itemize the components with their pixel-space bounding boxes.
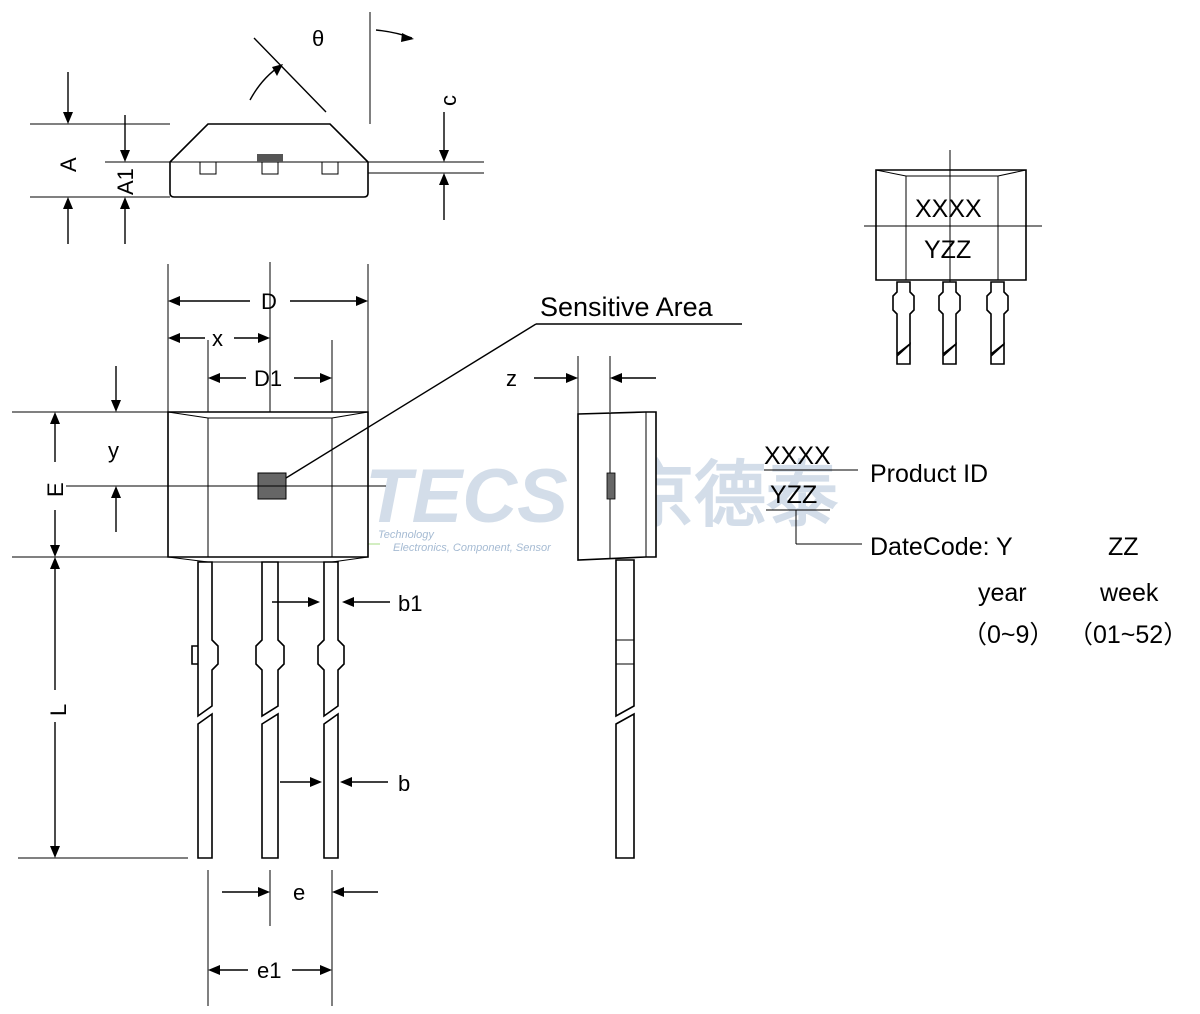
dim-theta: θ (312, 26, 324, 51)
dim-D: D (261, 289, 277, 314)
dim-e1: e1 (257, 958, 281, 983)
right-side-view: z (506, 356, 657, 859)
marking-line1: XXXX (915, 195, 982, 223)
dim-D1: D1 (254, 366, 282, 391)
marking-legend: XXXX Product ID YZZ DateCode: Y ZZ year … (764, 442, 1188, 649)
leads (191, 561, 345, 859)
watermark-tagline-small: Technology (378, 529, 435, 541)
front-view: D x D1 (12, 262, 422, 1006)
legend-week: week (1099, 579, 1159, 607)
dim-y: y (108, 438, 119, 463)
sensor-chip-top (257, 154, 283, 162)
dim-c: c (436, 95, 461, 106)
dim-E: E (43, 482, 68, 497)
dim-z: z (506, 366, 517, 391)
top-side-view: A A1 θ c (30, 12, 484, 244)
marking-view: XXXX YZZ (864, 150, 1042, 365)
legend-xxxx: XXXX (764, 442, 831, 470)
sensitive-area-label: Sensitive Area (540, 292, 714, 322)
watermark-tagline: Electronics, Component, Sensor (393, 542, 552, 554)
legend-week-range: （01~52） (1068, 621, 1188, 649)
dim-x: x (212, 326, 223, 351)
legend-year: year (978, 579, 1027, 607)
dim-A: A (56, 157, 81, 172)
dim-e: e (293, 880, 305, 905)
legend-yzz: YZZ (770, 481, 817, 509)
legend-year-range: （0~9） (962, 621, 1054, 649)
legend-product-id: Product ID (870, 460, 988, 488)
package-marking-body (875, 169, 1027, 281)
watermark-brand-cn: 京德泰 (622, 453, 839, 537)
dim-b: b (398, 771, 410, 796)
legend-zz: ZZ (1108, 533, 1139, 561)
dim-b1: b1 (398, 591, 422, 616)
dim-L: L (46, 704, 71, 716)
dim-A1: A1 (113, 168, 138, 195)
legend-date-code: DateCode: Y (870, 533, 1013, 561)
package-side-body (577, 411, 657, 561)
marking-line2: YZZ (924, 236, 971, 264)
sensitive-area-callout: Sensitive Area (285, 292, 742, 479)
